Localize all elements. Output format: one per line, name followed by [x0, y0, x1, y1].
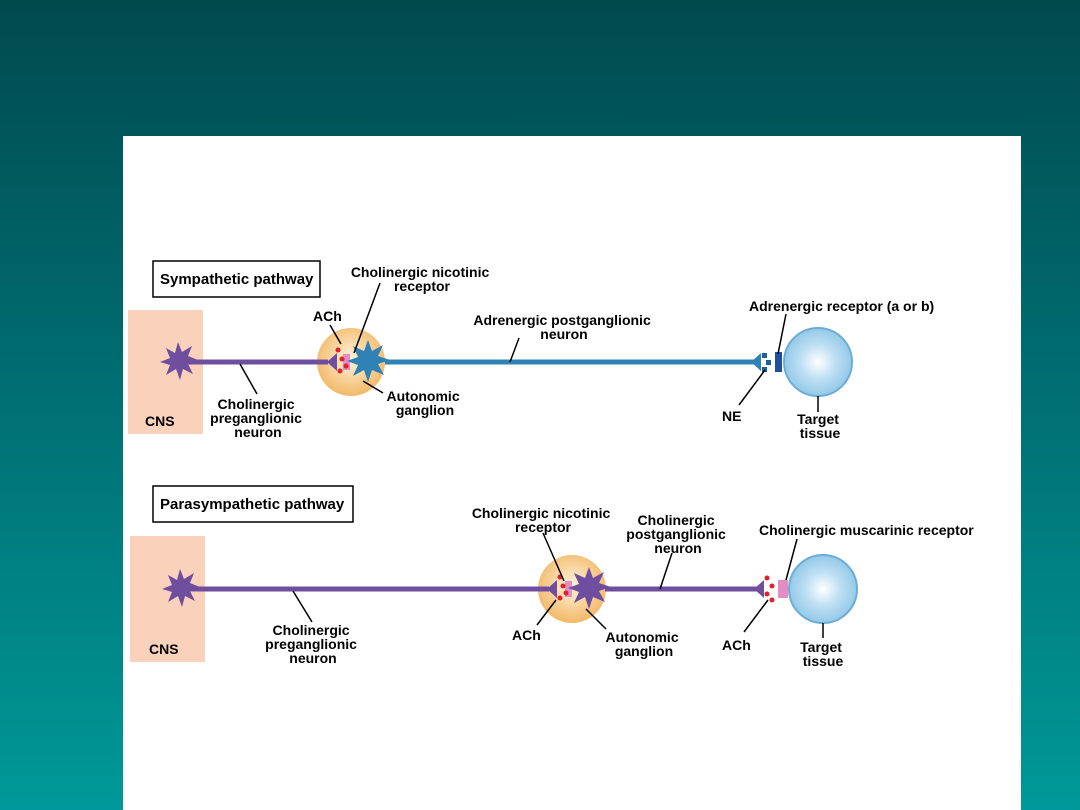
sympathetic-ach-vesicles — [335, 347, 349, 374]
parasympathetic-target-cell — [788, 554, 858, 624]
sympathetic-leader-lines — [239, 282, 819, 412]
sympathetic-adrenergic-receptor — [775, 352, 782, 372]
parasympathetic-cns-label: CNS — [149, 641, 179, 657]
parasympathetic-leader-lines — [292, 532, 824, 638]
sympathetic-target-cell — [783, 327, 853, 397]
sympathetic-ganglion-label: Autonomic ganglion — [387, 388, 464, 418]
parasympathetic-ganglion-ach-label: ACh — [512, 627, 541, 643]
sympathetic-postganglionic-label: Adrenergic postganglionic neuron — [473, 312, 654, 342]
sympathetic-ach-label: ACh — [313, 308, 342, 324]
parasympathetic-cns-soma — [162, 569, 200, 607]
parasympathetic-target-ach-label: ACh — [722, 637, 751, 653]
parasympathetic-nicotinic-receptor — [565, 581, 572, 597]
sympathetic-nicotinic-label: Cholinergic nicotinic receptor — [351, 264, 493, 294]
parasympathetic-postganglionic-label: Cholinergic postganglionic neuron — [626, 512, 729, 556]
parasympathetic-nicotinic-label: Cholinergic nicotinic receptor — [472, 505, 614, 535]
sympathetic-adrenergic-receptor-label: Adrenergic receptor (a or b) — [749, 298, 934, 314]
parasympathetic-postganglionic-terminal — [754, 580, 764, 598]
sympathetic-ne-label: NE — [722, 408, 741, 424]
sympathetic-pathway: Sympathetic pathway CNS — [128, 260, 934, 441]
sympathetic-cns-label: CNS — [145, 413, 175, 429]
parasympathetic-title-box — [152, 485, 354, 523]
parasympathetic-target-label: Target tissue — [800, 639, 846, 669]
parasympathetic-preganglionic-terminal — [547, 580, 557, 598]
parasympathetic-preganglionic-label: Cholinergic preganglionic neuron — [265, 622, 361, 666]
parasympathetic-postganglionic-soma — [568, 567, 611, 609]
parasympathetic-muscarinic-label: Cholinergic muscarinic receptor — [759, 522, 974, 538]
sympathetic-postganglionic-soma — [347, 340, 390, 382]
sympathetic-nicotinic-receptor — [343, 354, 350, 370]
sympathetic-title: Sympathetic pathway — [160, 271, 314, 288]
sympathetic-cns-soma — [160, 342, 198, 380]
sympathetic-postganglionic-terminal — [751, 353, 761, 371]
slide-panel — [123, 136, 1021, 810]
sympathetic-preganglionic-label: Cholinergic preganglionic neuron — [210, 396, 306, 440]
sympathetic-preganglionic-terminal — [327, 353, 337, 371]
parasympathetic-muscarinic-receptor — [778, 580, 788, 598]
parasympathetic-title: Parasympathetic pathway — [160, 496, 345, 513]
parasympathetic-target-ach-vesicles — [764, 575, 775, 603]
sympathetic-target-label: Target tissue — [797, 411, 843, 441]
sympathetic-title-box — [152, 260, 321, 298]
parasympathetic-pathway: Parasympathetic pathway CNS — [130, 485, 974, 669]
sympathetic-ne-vesicles — [762, 353, 771, 372]
parasympathetic-ganglion-label: Autonomic ganglion — [606, 629, 683, 659]
